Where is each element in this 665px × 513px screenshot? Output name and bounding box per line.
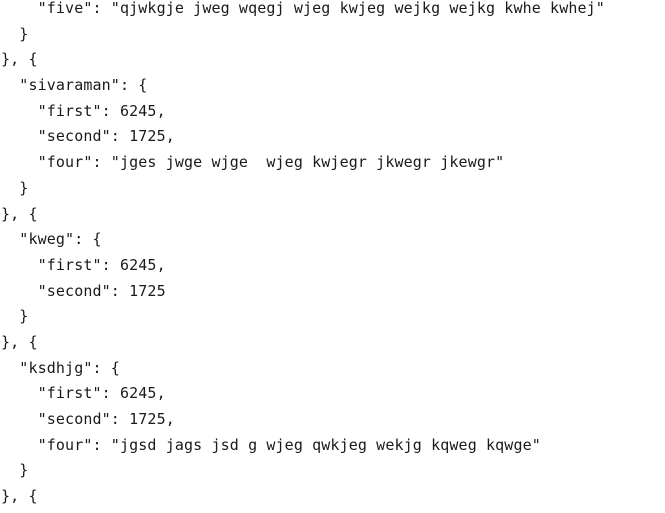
- code-line: "ksdhjg": {: [1, 358, 120, 377]
- code-line: "second": 1725: [1, 281, 166, 300]
- code-line: "five": "qjwkgje jweg wqegj wjeg kwjeg w…: [1, 0, 605, 17]
- code-line: "first": 6245,: [1, 101, 166, 120]
- code-line: "first": 6245,: [1, 384, 166, 403]
- code-line: "kweg": {: [1, 230, 102, 249]
- code-line: "four": "jgsd jags jsd g wjeg qwkjeg wek…: [1, 435, 541, 454]
- code-line: }: [1, 461, 29, 480]
- code-line: }: [1, 307, 29, 326]
- code-line: "second": 1725,: [1, 410, 175, 428]
- code-line: "four": "jges jwge wjge wjeg kwjegr jkwe…: [1, 153, 505, 172]
- code-line: }: [1, 178, 29, 197]
- code-line: }: [1, 24, 29, 43]
- code-line: "second": 1725,: [1, 127, 175, 146]
- code-line: }, {: [1, 332, 38, 351]
- code-line: }, {: [1, 50, 38, 69]
- code-line: }, {: [1, 487, 38, 506]
- code-line: }, {: [1, 204, 38, 223]
- code-line: "first": 6245,: [1, 255, 166, 274]
- code-line: "sivaraman": {: [1, 76, 148, 95]
